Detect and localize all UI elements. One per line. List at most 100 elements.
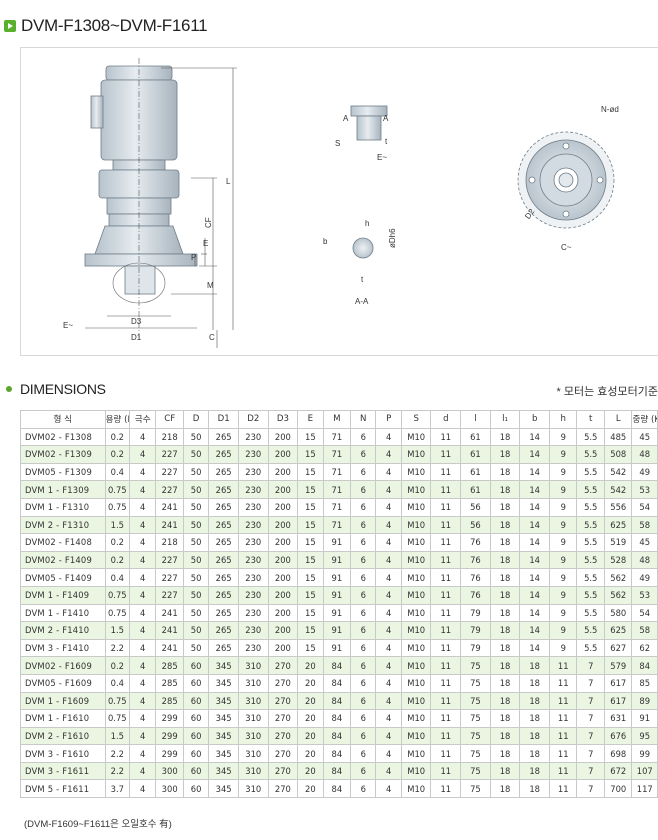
table-cell: 4 bbox=[375, 726, 402, 746]
table-cell: 18 bbox=[519, 726, 550, 746]
table-cell: 1.5 bbox=[104, 621, 130, 640]
table-cell: 230 bbox=[237, 550, 269, 570]
table-cell: 7 bbox=[576, 761, 605, 781]
table-cell: 50 bbox=[182, 480, 210, 499]
table-cell: 4 bbox=[375, 533, 402, 552]
table-cell: 0.2 bbox=[104, 427, 130, 447]
table-cell: 3.7 bbox=[104, 779, 130, 799]
table-cell: 11 bbox=[430, 656, 462, 675]
table-cell: 0.75 bbox=[104, 497, 130, 517]
table-cell: 227 bbox=[155, 480, 184, 499]
table-cell: 5.5 bbox=[576, 585, 605, 605]
shaft-section bbox=[352, 237, 374, 259]
model-cell: DVM02 - F1408 bbox=[20, 533, 106, 552]
table-cell: 200 bbox=[267, 427, 299, 447]
column-header: d bbox=[430, 410, 462, 429]
table-cell: 18 bbox=[519, 673, 550, 693]
model-cell: DVM 3 - F1410 bbox=[20, 638, 106, 658]
table-cell: 4 bbox=[128, 656, 157, 675]
table-cell: 11 bbox=[430, 462, 462, 482]
table-cell: 700 bbox=[603, 779, 633, 799]
table-cell: 18 bbox=[519, 656, 550, 675]
table-cell: 18 bbox=[489, 656, 521, 675]
table-cell: 265 bbox=[208, 550, 239, 570]
table-cell: 18 bbox=[489, 462, 521, 482]
table-cell: 15 bbox=[297, 568, 324, 587]
table-cell: 625 bbox=[603, 621, 633, 640]
table-cell: 230 bbox=[237, 533, 269, 552]
table-cell: 310 bbox=[237, 709, 269, 728]
table-cell: 230 bbox=[237, 638, 269, 658]
table-cell: 84 bbox=[322, 691, 352, 711]
table-cell: M10 bbox=[400, 568, 432, 587]
table-cell: 200 bbox=[267, 462, 299, 482]
table-cell: 200 bbox=[267, 550, 299, 570]
table-cell: 241 bbox=[155, 638, 184, 658]
table-cell: 6 bbox=[350, 585, 377, 605]
table-cell: 75 bbox=[460, 779, 491, 799]
table-cell: 230 bbox=[237, 568, 269, 587]
model-cell: DVM 1 - F1409 bbox=[20, 585, 106, 605]
table-cell: 4 bbox=[128, 515, 157, 535]
table-cell: 4 bbox=[128, 621, 157, 640]
table-cell: 4 bbox=[128, 585, 157, 605]
table-cell: 45 bbox=[631, 427, 658, 447]
table-cell: 15 bbox=[297, 480, 324, 499]
table-cell: 230 bbox=[237, 445, 269, 464]
table-cell: 60 bbox=[182, 726, 210, 746]
table-cell: 11 bbox=[430, 744, 462, 763]
table-cell: 18 bbox=[489, 445, 521, 464]
table-cell: 0.75 bbox=[104, 585, 130, 605]
table-cell: 14 bbox=[519, 603, 550, 623]
table-cell: 241 bbox=[155, 621, 184, 640]
table-cell: 241 bbox=[155, 497, 184, 517]
table-cell: 18 bbox=[489, 603, 521, 623]
table-cell: 4 bbox=[128, 744, 157, 763]
table-cell: 7 bbox=[576, 691, 605, 711]
table-cell: 18 bbox=[489, 779, 521, 799]
table-cell: 54 bbox=[631, 603, 658, 623]
table-cell: 20 bbox=[297, 691, 324, 711]
table-cell: 265 bbox=[208, 445, 239, 464]
table-cell: 14 bbox=[519, 568, 550, 587]
table-cell: 310 bbox=[237, 726, 269, 746]
table-cell: 18 bbox=[519, 691, 550, 711]
table-cell: 9 bbox=[548, 462, 578, 482]
table-cell: 91 bbox=[322, 638, 352, 658]
table-cell: 6 bbox=[350, 709, 377, 728]
column-header: M bbox=[322, 410, 352, 429]
table-cell: 20 bbox=[297, 656, 324, 675]
table-cell: 18 bbox=[519, 709, 550, 728]
table-cell: 562 bbox=[603, 585, 633, 605]
table-cell: 50 bbox=[182, 585, 210, 605]
table-cell: 11 bbox=[430, 673, 462, 693]
table-cell: 270 bbox=[267, 673, 299, 693]
table-cell: 6 bbox=[350, 480, 377, 499]
table-cell: 270 bbox=[267, 709, 299, 728]
table-cell: 4 bbox=[128, 673, 157, 693]
table-cell: 4 bbox=[128, 550, 157, 570]
table-cell: M10 bbox=[400, 445, 432, 464]
table-cell: 18 bbox=[489, 568, 521, 587]
table-cell: 9 bbox=[548, 585, 578, 605]
table-cell: 61 bbox=[460, 445, 491, 464]
table-cell: 265 bbox=[208, 533, 239, 552]
table-cell: 617 bbox=[603, 673, 633, 693]
table-cell: 542 bbox=[603, 480, 633, 499]
column-header: D bbox=[182, 410, 210, 429]
table-cell: 265 bbox=[208, 515, 239, 535]
table-cell: 310 bbox=[237, 761, 269, 781]
model-cell: DVM02 - F1409 bbox=[20, 550, 106, 570]
table-cell: 45 bbox=[631, 533, 658, 552]
table-cell: 528 bbox=[603, 550, 633, 570]
table-cell: 0.4 bbox=[104, 568, 130, 587]
